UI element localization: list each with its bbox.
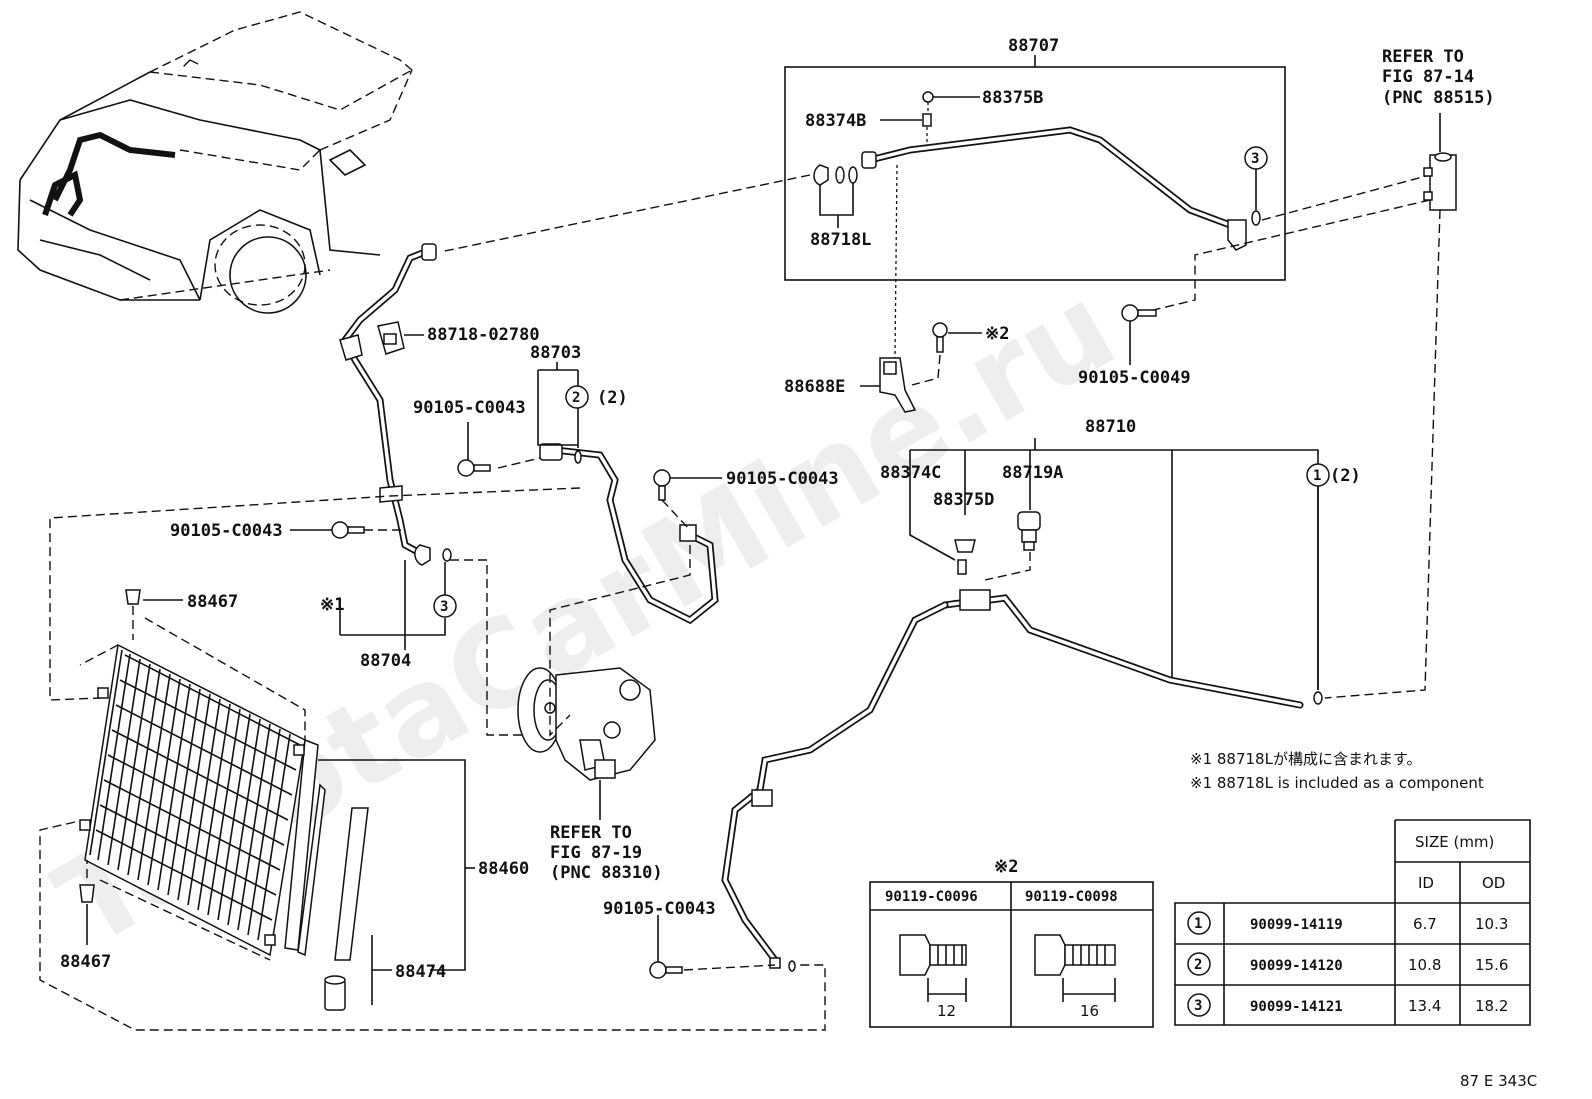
label-88718L: 88718L xyxy=(810,230,871,250)
label-88707: 88707 xyxy=(1008,36,1059,56)
refer2-line2: FIG 87-19 xyxy=(550,843,642,863)
label-90105-c0043-c: 90105-C0043 xyxy=(170,521,283,541)
bolt-90105-c0043-c xyxy=(331,521,365,539)
size-row3-od: 18.2 xyxy=(1475,997,1508,1015)
clamp-88718-02780 xyxy=(377,321,405,355)
label-paren2a: (2) xyxy=(597,388,628,408)
label-88460: 88460 xyxy=(478,859,529,879)
bolt-dim1: 12 xyxy=(937,1002,956,1020)
label-88688E: 88688E xyxy=(784,377,845,397)
label-note2-bolt: ※2 xyxy=(985,324,1009,344)
hose-88704 xyxy=(339,243,437,556)
pipe-88707 xyxy=(813,91,1261,251)
refer2-line3: (PNC 88310) xyxy=(550,863,663,883)
car-outline xyxy=(17,11,413,314)
label-88467-b: 88467 xyxy=(60,952,111,972)
bolt-table-title: ※2 xyxy=(994,857,1018,877)
label-88374C: 88374C xyxy=(880,463,941,483)
size-row1-id: 6.7 xyxy=(1413,915,1437,933)
bolt-note2 xyxy=(932,322,948,353)
label-88718-02780: 88718-02780 xyxy=(427,325,540,345)
strip-88474 xyxy=(324,807,369,1011)
cap-88375D xyxy=(954,539,976,553)
bolt-90105-c0043-a xyxy=(457,459,491,477)
size-row3-part: 90099-14121 xyxy=(1250,999,1343,1015)
refer1-line1: REFER TO xyxy=(1382,47,1464,67)
refer1-line3: (PNC 88515) xyxy=(1382,88,1495,108)
circle-3-text: 3 xyxy=(1251,151,1259,167)
size-row1-od: 10.3 xyxy=(1475,915,1508,933)
circle-3b-text: 3 xyxy=(440,599,448,615)
pipe-88710 xyxy=(721,589,1323,972)
circle-2-88703 xyxy=(565,385,589,409)
size-row2-part: 90099-14120 xyxy=(1250,958,1343,974)
compressor xyxy=(517,667,656,781)
size-row1-mark: 1 xyxy=(1194,916,1202,932)
size-row2-id: 10.8 xyxy=(1408,956,1441,974)
bolt-dim2: 16 xyxy=(1080,1002,1099,1020)
label-88710: 88710 xyxy=(1085,417,1136,437)
refer2-line1: REFER TO xyxy=(550,823,632,843)
label-90105-c0043-a: 90105-C0043 xyxy=(413,398,526,418)
cap-88467-top xyxy=(125,589,141,605)
label-90105-c0043-d: 90105-C0043 xyxy=(603,899,716,919)
label-88719A: 88719A xyxy=(1002,463,1063,483)
circle-1-text: 1 xyxy=(1313,468,1321,484)
label-88375D: 88375D xyxy=(933,490,994,510)
note-jp: ※1 88718Lが構成に含まれます。 xyxy=(1190,750,1421,768)
label-88374B: 88374B xyxy=(805,111,866,131)
valve-88374C xyxy=(957,559,967,575)
size-row3-mark: 3 xyxy=(1194,998,1202,1014)
bolt-col1: 90119-C0096 xyxy=(885,889,978,905)
circle-2-text: 2 xyxy=(572,390,580,406)
hose-88703 xyxy=(539,443,719,625)
label-paren2b: (2) xyxy=(1330,466,1361,486)
expansion-valve xyxy=(1423,152,1457,211)
size-col-od: OD xyxy=(1482,874,1505,892)
bolt-table: ※2 90119-C0096 90119-C0098 12 16 xyxy=(869,857,1154,1028)
bolt-col2: 90119-C0098 xyxy=(1025,889,1118,905)
label-88704: 88704 xyxy=(360,651,411,671)
size-row2-mark: 2 xyxy=(1194,957,1202,973)
switch-88719A xyxy=(1017,511,1041,551)
label-88375B: 88375B xyxy=(982,88,1043,108)
cap-88467-bottom xyxy=(79,884,95,903)
bolt-90105-c0043-d xyxy=(649,961,683,979)
size-header: SIZE (mm) xyxy=(1415,833,1494,851)
label-note1-mark: ※1 xyxy=(320,595,344,615)
label-90105-c0043-b: 90105-C0043 xyxy=(726,469,839,489)
bolt-90105-c0049 xyxy=(1121,304,1157,322)
label-88703: 88703 xyxy=(530,343,581,363)
size-row2-od: 15.6 xyxy=(1475,956,1508,974)
refer1-line2: FIG 87-14 xyxy=(1382,67,1474,87)
size-row3-id: 13.4 xyxy=(1408,997,1441,1015)
size-table: SIZE (mm) ID OD 1 90099-14119 6.7 10.3 2… xyxy=(1174,819,1531,1026)
size-col-id: ID xyxy=(1418,874,1434,892)
label-90105-c0049: 90105-C0049 xyxy=(1078,368,1191,388)
size-row1-part: 90099-14119 xyxy=(1250,917,1343,933)
label-88474: 88474 xyxy=(395,962,446,982)
figure-code: 87 E 343C xyxy=(1460,1072,1537,1090)
note-en: ※1 88718L is included as a component xyxy=(1190,774,1484,792)
label-88467-a: 88467 xyxy=(187,592,238,612)
condenser-88460 xyxy=(79,643,326,957)
bracket-88688E xyxy=(879,357,917,413)
